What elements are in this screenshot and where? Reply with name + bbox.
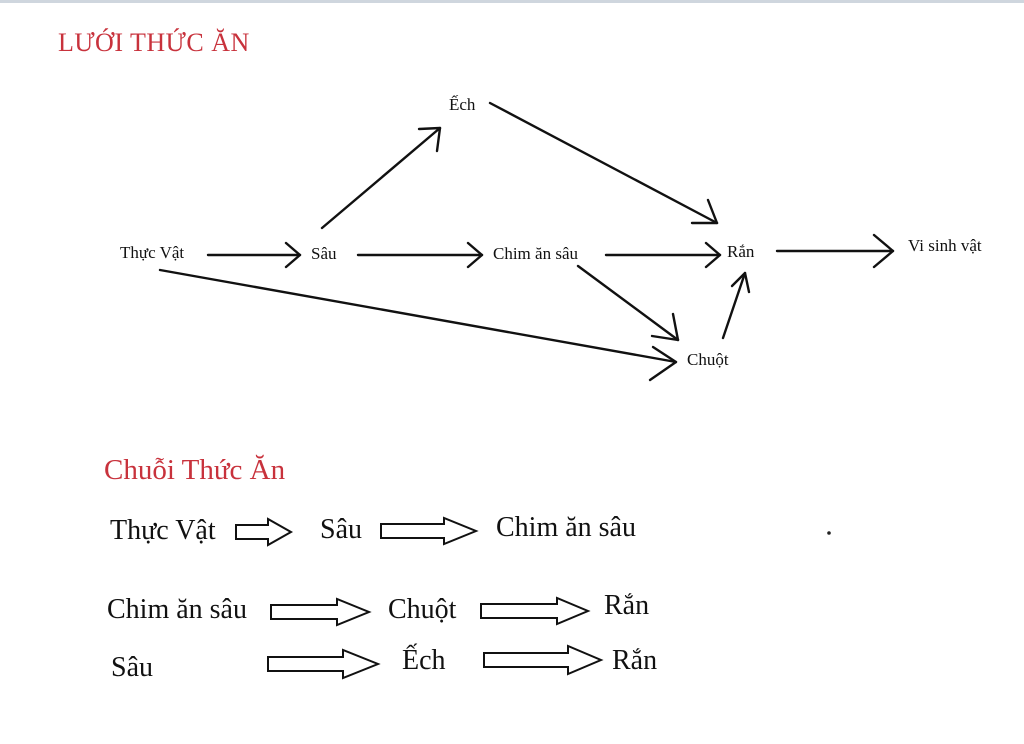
arrow-bird-to-mouse — [576, 264, 680, 342]
node-bird: Chim ăn sâu — [493, 244, 578, 263]
arrow-mouse-to-snake — [721, 271, 751, 340]
top-border — [0, 0, 1024, 3]
chain-1-item-3: Chim ăn sâu — [496, 512, 636, 543]
chain-2-item-3: Rắn — [604, 590, 650, 621]
arrow-bird-to-snake — [604, 241, 722, 269]
chain-3-item-2: Ếch — [402, 645, 446, 676]
stray-dot — [827, 531, 831, 535]
arrow-caterpillar-to-frog — [320, 126, 442, 230]
arrow-caterpillar-to-bird — [356, 241, 484, 269]
arrow-snake-to-microbe — [775, 233, 895, 269]
chain-3-item-3: Rắn — [612, 645, 658, 676]
chain-arrow-1b — [380, 516, 479, 546]
node-frog: Ếch — [449, 95, 476, 114]
arrow-plant-to-mouse — [158, 268, 678, 382]
arrow-plant-to-caterpillar — [206, 241, 302, 269]
node-snake: Rắn — [727, 242, 755, 261]
chain-arrow-3b — [483, 644, 604, 676]
food-chains-title: Chuỗi Thức Ăn — [104, 454, 286, 486]
arrow-frog-to-snake — [488, 101, 719, 225]
chain-1-item-1: Thực Vật — [110, 515, 216, 546]
chain-arrow-1a — [235, 517, 294, 547]
chain-arrow-2b — [480, 596, 591, 626]
chain-2-item-2: Chuột — [388, 594, 457, 625]
chain-2-item-1: Chim ăn sâu — [107, 594, 247, 625]
chain-arrow-3a — [267, 648, 381, 680]
chain-1-item-2: Sâu — [320, 514, 362, 545]
node-mouse: Chuột — [687, 350, 729, 369]
node-plant: Thực Vật — [120, 243, 185, 262]
node-caterpillar: Sâu — [311, 244, 337, 263]
chain-arrow-2a — [270, 597, 372, 627]
node-microbe: Vi sinh vật — [908, 236, 982, 255]
chain-3-item-1: Sâu — [111, 652, 153, 683]
food-web-title: LƯỚI THỨC ĂN — [58, 28, 250, 57]
